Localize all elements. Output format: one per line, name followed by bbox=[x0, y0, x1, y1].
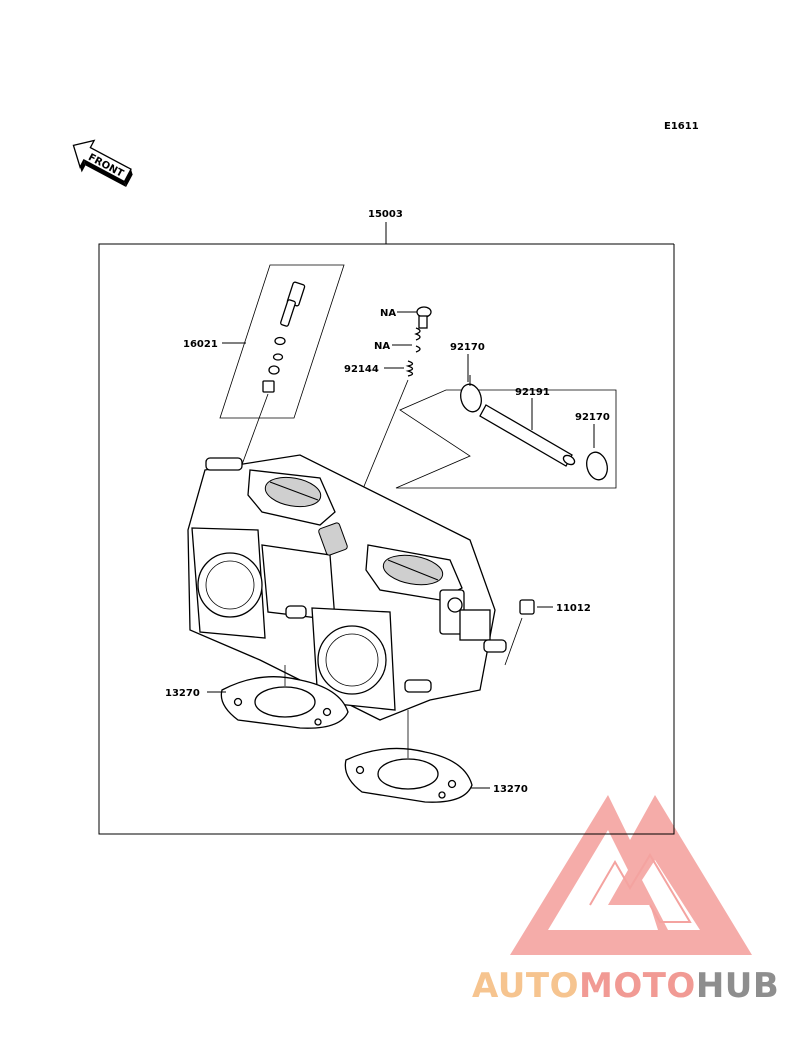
part-label-na-screw: NA bbox=[380, 308, 396, 319]
front-arrow-icon: FRONT bbox=[72, 139, 133, 187]
diagram-code: E1611 bbox=[664, 121, 699, 132]
hose-frame: 92170 92191 92170 bbox=[395, 342, 617, 489]
injector-frame: 16021 bbox=[183, 264, 345, 471]
part-label-13270-left: 13270 bbox=[165, 688, 200, 699]
automotohub-logo: AUTOMOTOHUB bbox=[472, 795, 779, 1006]
part-label-13270-right: 13270 bbox=[493, 784, 528, 795]
part-label-92170-left: 92170 bbox=[450, 342, 485, 353]
watermark-text: AUTOMOTOHUB bbox=[472, 966, 779, 1006]
screw-spring-group: NA NA 92144 bbox=[344, 306, 432, 526]
part-label-92170-right: 92170 bbox=[575, 412, 610, 423]
part-label-92191: 92191 bbox=[515, 387, 550, 398]
part-label-11012: 11012 bbox=[556, 603, 591, 614]
gasket-right: 13270 bbox=[344, 710, 528, 803]
assembly-frame: 15003 bbox=[98, 209, 675, 835]
part-label-na-spring: NA bbox=[374, 341, 390, 352]
part-label-15003: 15003 bbox=[368, 209, 403, 220]
cap-part: 11012 bbox=[504, 599, 591, 666]
part-label-16021: 16021 bbox=[183, 339, 218, 350]
throttle-body-icon bbox=[187, 454, 507, 721]
hose-icon bbox=[479, 404, 576, 467]
part-label-92144: 92144 bbox=[344, 364, 379, 375]
gasket-left: 13270 bbox=[165, 665, 349, 729]
